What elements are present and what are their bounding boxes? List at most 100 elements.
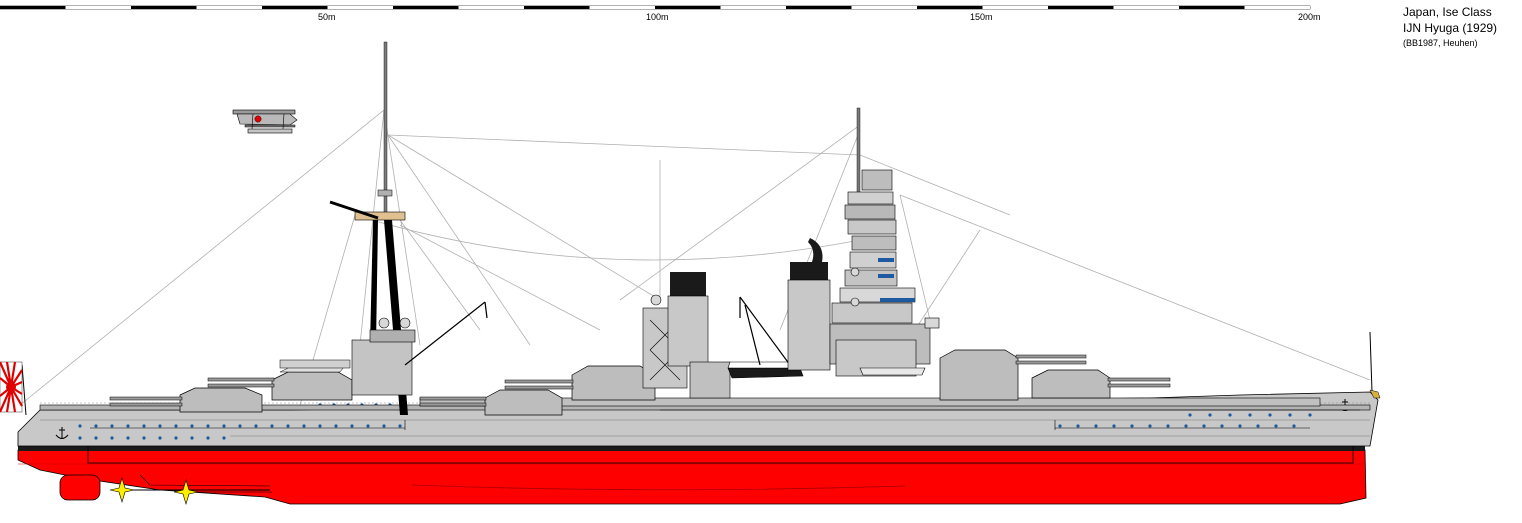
- scale-segment: [851, 6, 917, 9]
- scale-label-150m: 150m: [970, 12, 993, 22]
- porthole: [142, 424, 146, 428]
- porthole: [110, 436, 114, 440]
- porthole: [158, 424, 162, 428]
- caption-credit: (BB1987, Heuhen): [1403, 38, 1478, 48]
- porthole: [94, 424, 98, 428]
- aft-platform: [279, 359, 351, 369]
- scale-segment: [131, 6, 197, 9]
- porthole: [1248, 413, 1252, 417]
- scale-segment: [1048, 6, 1114, 9]
- jackstaff: [1369, 331, 1373, 393]
- ship-caption: Japan, Ise Class IJN Hyuga (1929) (BB198…: [1403, 4, 1497, 50]
- porthole: [1228, 413, 1232, 417]
- pagoda-foremast: [829, 107, 940, 377]
- scale-segment: [655, 6, 721, 9]
- porthole: [1130, 424, 1134, 428]
- propeller-icon: [109, 476, 135, 504]
- scale-segment: [262, 6, 328, 9]
- propeller-icon: [173, 478, 199, 506]
- porthole: [350, 424, 354, 428]
- porthole: [142, 436, 146, 440]
- scale-segment: [458, 6, 524, 9]
- porthole: [334, 424, 338, 428]
- turret-fwd-2: [1031, 369, 1171, 399]
- porthole: [318, 424, 322, 428]
- porthole: [398, 424, 402, 428]
- porthole: [222, 436, 226, 440]
- porthole: [382, 424, 386, 428]
- scale-label-50m: 50m: [318, 12, 336, 22]
- mainmast: [329, 41, 416, 415]
- porthole: [1308, 413, 1312, 417]
- porthole: [1112, 424, 1116, 428]
- porthole: [1188, 413, 1192, 417]
- caption-ship-name: IJN Hyuga (1929): [1403, 21, 1498, 35]
- porthole: [1076, 424, 1080, 428]
- porthole: [1202, 424, 1206, 428]
- porthole: [190, 436, 194, 440]
- scale-segment: [917, 6, 983, 9]
- porthole: [78, 436, 82, 440]
- porthole: [254, 424, 258, 428]
- hull-underwater: [17, 449, 1367, 506]
- porthole: [110, 424, 114, 428]
- porthole: [1148, 424, 1152, 428]
- scale-segment: [1179, 6, 1245, 9]
- porthole: [302, 424, 306, 428]
- porthole: [206, 424, 210, 428]
- forward-funnel: [787, 238, 831, 371]
- scale-segment: [327, 6, 393, 9]
- porthole: [366, 424, 370, 428]
- porthole: [94, 436, 98, 440]
- mid-crane: [739, 296, 791, 366]
- scale-segment: [65, 6, 131, 9]
- boot-topping: [18, 446, 1365, 451]
- portholes: [78, 403, 1312, 440]
- floatplane-icon: [232, 109, 298, 134]
- porthole: [158, 436, 162, 440]
- scale-label-100m: 100m: [646, 12, 669, 22]
- porthole: [78, 424, 82, 428]
- porthole: [1166, 424, 1170, 428]
- scale-segment: [720, 6, 786, 9]
- turret-mid-1: [419, 389, 563, 416]
- porthole: [238, 424, 242, 428]
- scale-segment: [1113, 6, 1179, 9]
- porthole: [174, 424, 178, 428]
- porthole: [1292, 424, 1296, 428]
- porthole: [1220, 424, 1224, 428]
- porthole: [222, 424, 226, 428]
- aft-funnel: [667, 272, 731, 399]
- aft-crane: [404, 301, 488, 366]
- porthole: [1268, 413, 1272, 417]
- porthole: [1208, 413, 1212, 417]
- porthole: [286, 424, 290, 428]
- rigging: [19, 109, 1371, 406]
- scale-segment: [393, 6, 459, 9]
- scale-label-200m: 200m: [1298, 12, 1321, 22]
- scale-segment: [196, 6, 262, 9]
- scale-bar-segments: [0, 6, 1310, 9]
- anchor-icon: [55, 427, 69, 439]
- porthole: [126, 424, 130, 428]
- porthole: [190, 424, 194, 428]
- porthole: [206, 436, 210, 440]
- turret-aft-1: [109, 387, 263, 413]
- porthole: [1256, 424, 1260, 428]
- porthole: [1274, 424, 1278, 428]
- rudder: [59, 474, 101, 501]
- porthole: [1238, 424, 1242, 428]
- porthole: [270, 424, 274, 428]
- ships-boat: [727, 361, 804, 379]
- porthole: [1058, 424, 1062, 428]
- scale-segment: [1244, 6, 1310, 9]
- scale-segment: [982, 6, 1048, 9]
- caption-class: Japan, Ise Class: [1403, 5, 1492, 19]
- porthole: [1184, 424, 1188, 428]
- scale-segment: [0, 6, 66, 9]
- scale-segment: [524, 6, 590, 9]
- porthole: [1288, 413, 1292, 417]
- scale-bar: 50m 100m 150m 200m: [0, 5, 1321, 22]
- rising-sun-flag-icon: [0, 361, 27, 416]
